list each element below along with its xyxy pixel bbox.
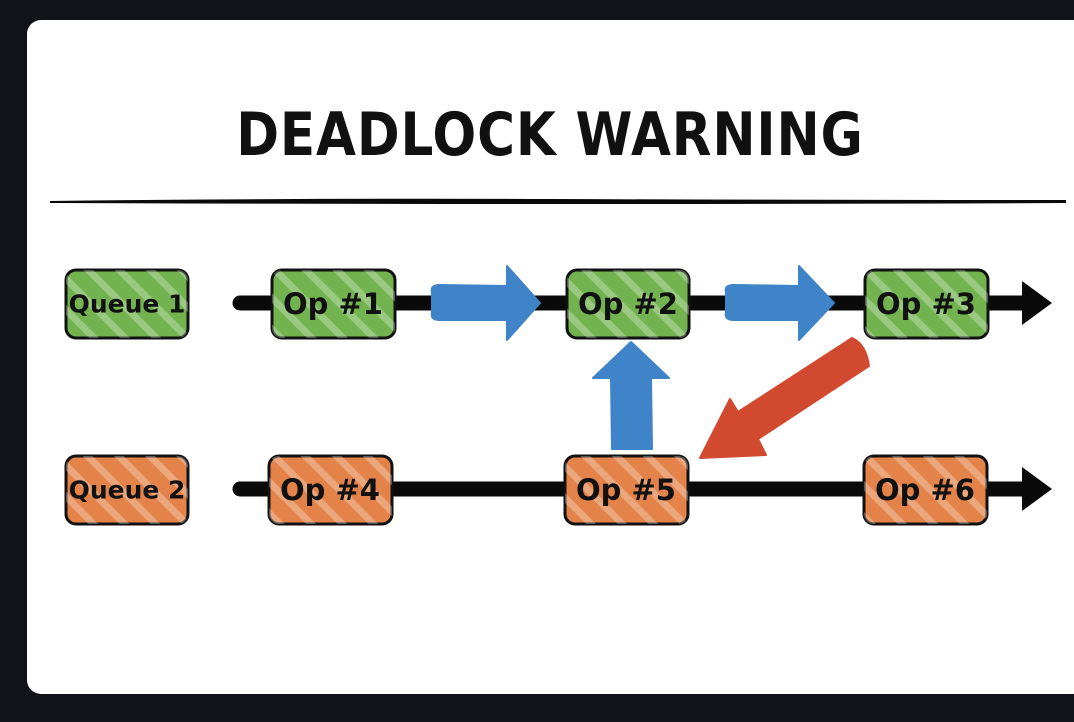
op-5-label: Op #5 bbox=[576, 473, 676, 507]
arrow-op2-to-op3 bbox=[724, 265, 835, 341]
op-6-label: Op #6 bbox=[875, 473, 975, 507]
op-2-box: Op #2 bbox=[565, 268, 691, 340]
title-divider bbox=[50, 198, 1066, 204]
op-6-box: Op #6 bbox=[862, 454, 989, 526]
op-4-box: Op #4 bbox=[267, 454, 394, 526]
arrow-op3-to-op5 bbox=[699, 337, 870, 459]
queue-2-label: Queue 2 bbox=[69, 476, 186, 505]
op-2-label: Op #2 bbox=[578, 287, 678, 321]
op-1-label: Op #1 bbox=[283, 287, 383, 321]
diagram-title: DEADLOCK WARNING bbox=[236, 100, 864, 170]
op-3-box: Op #3 bbox=[863, 268, 990, 340]
arrow-op5-to-op2 bbox=[592, 341, 670, 450]
diagram-card bbox=[27, 20, 1074, 694]
queue-1-label-box: Queue 1 bbox=[64, 268, 190, 340]
op-4-label: Op #4 bbox=[280, 473, 380, 507]
op-3-label: Op #3 bbox=[876, 287, 976, 321]
arrow-op1-to-op2 bbox=[430, 265, 541, 341]
queue-2-label-box: Queue 2 bbox=[64, 454, 190, 526]
op-1-box: Op #1 bbox=[270, 268, 397, 340]
queue-1-label: Queue 1 bbox=[69, 290, 186, 319]
op-5-box: Op #5 bbox=[563, 454, 690, 526]
